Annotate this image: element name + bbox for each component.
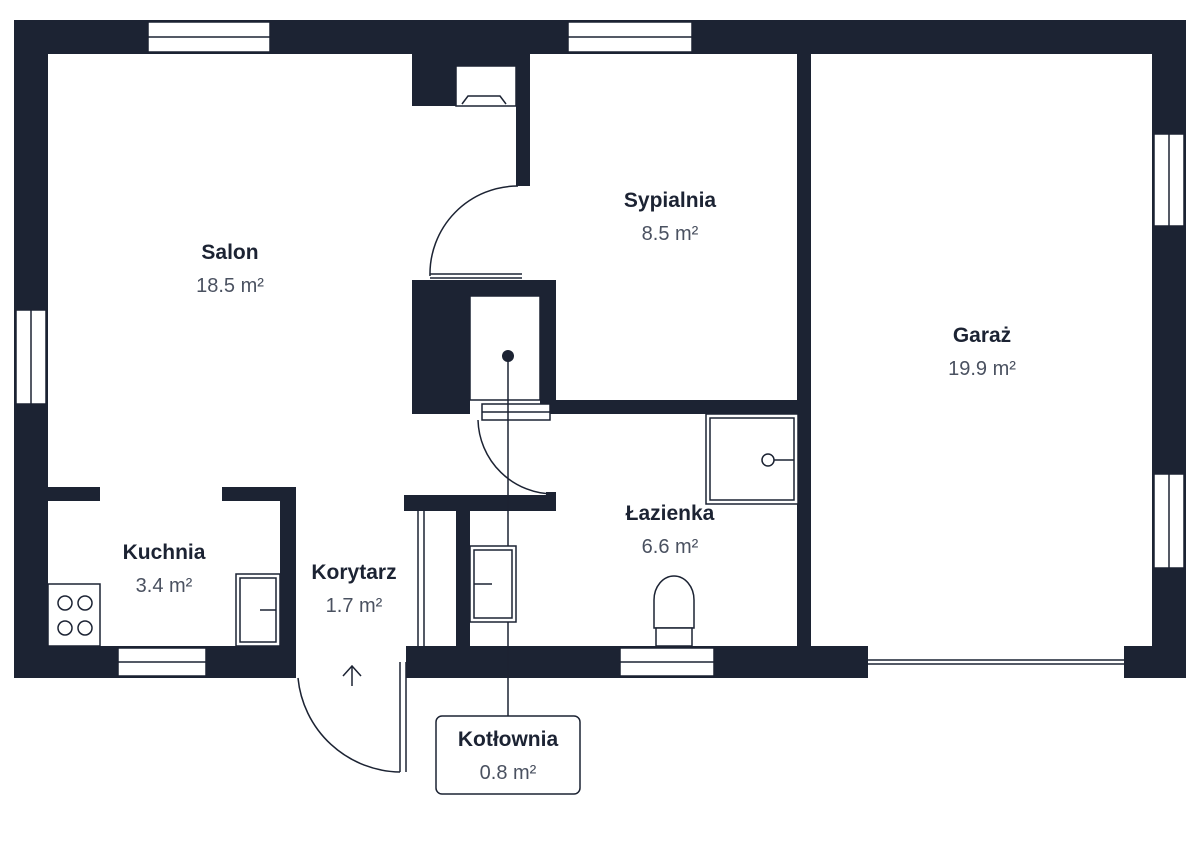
room-label-salon: Salon 18.5 m² xyxy=(196,241,264,297)
room-area-lazienka: 6.6 m² xyxy=(642,536,699,558)
room-label-garaz: Garaż 19.9 m² xyxy=(948,324,1016,380)
toilet-icon xyxy=(653,575,695,647)
room-name-lazienka: Łazienka xyxy=(626,502,715,525)
boiler-icon xyxy=(455,65,517,107)
room-area-sypialnia: 8.5 m² xyxy=(642,223,699,245)
garage-door xyxy=(868,659,1124,665)
room-area-garaz: 19.9 m² xyxy=(948,358,1016,380)
kotlownia-interior xyxy=(469,295,541,716)
door-kotlownia xyxy=(477,419,555,495)
room-name-garaz: Garaż xyxy=(953,324,1011,347)
room-area-kuchnia: 3.4 m² xyxy=(136,575,193,597)
room-area-salon: 18.5 m² xyxy=(196,275,264,297)
door-entrance xyxy=(297,677,401,773)
sink-icon xyxy=(235,573,281,647)
bathroom-sink-icon xyxy=(469,545,517,623)
room-name-kuchnia: Kuchnia xyxy=(123,541,206,564)
room-name-salon: Salon xyxy=(201,241,258,264)
room-area-kotlownia: 0.8 m² xyxy=(480,762,537,784)
windows xyxy=(15,21,1185,677)
entrance-arrow-icon xyxy=(342,664,362,686)
room-name-korytarz: Korytarz xyxy=(311,561,396,584)
kotlownia-callout-box xyxy=(435,715,581,795)
stove-icon xyxy=(47,583,101,647)
room-label-kotlownia: Kotłownia 0.8 m² xyxy=(458,728,559,784)
room-label-korytarz: Korytarz 1.7 m² xyxy=(311,561,396,617)
room-label-kuchnia: Kuchnia 3.4 m² xyxy=(123,541,206,597)
door-salon-sypialnia xyxy=(429,185,519,277)
room-name-kotlownia: Kotłownia xyxy=(458,728,559,751)
doors xyxy=(297,185,556,773)
interior-walls xyxy=(48,54,811,677)
room-name-sypialnia: Sypialnia xyxy=(624,189,717,212)
room-label-sypialnia: Sypialnia 8.5 m² xyxy=(624,189,717,245)
room-label-lazienka: Łazienka 6.6 m² xyxy=(626,502,715,558)
shower-icon xyxy=(705,413,799,505)
room-area-korytarz: 1.7 m² xyxy=(326,595,383,617)
